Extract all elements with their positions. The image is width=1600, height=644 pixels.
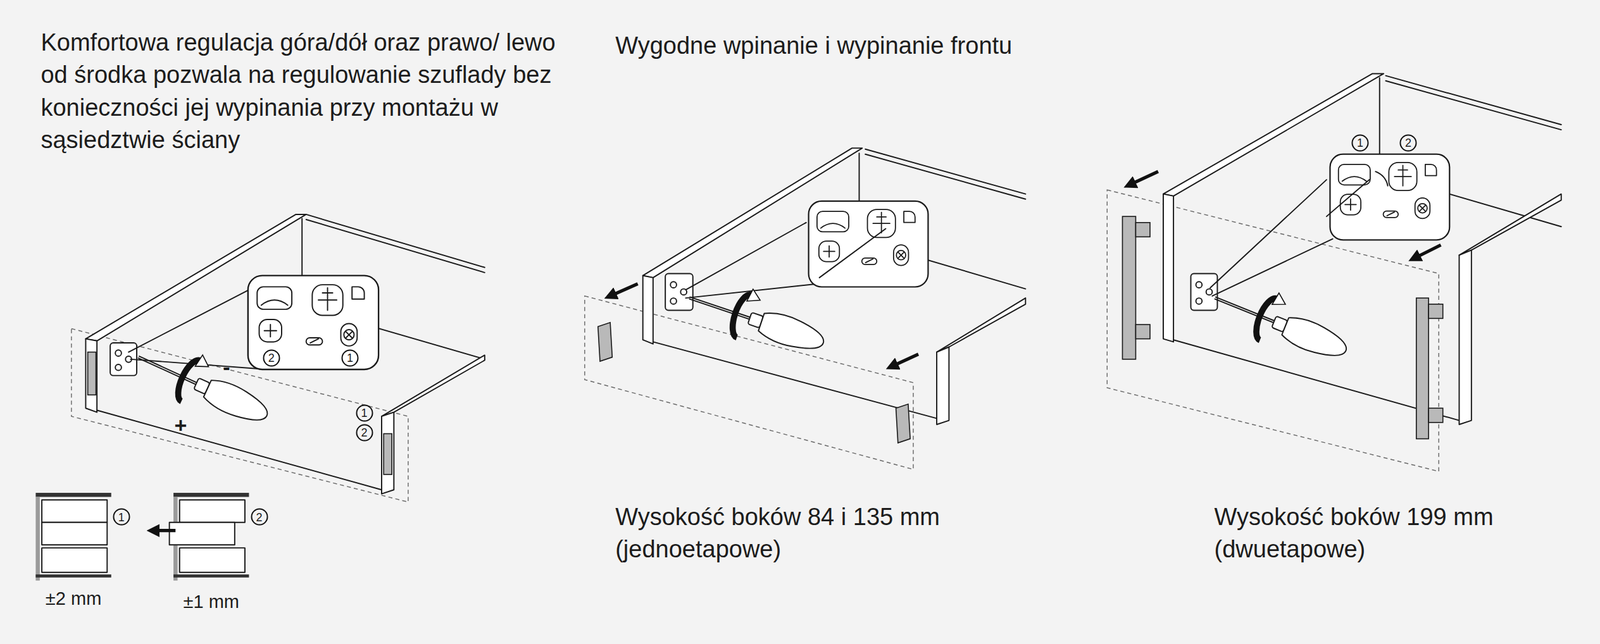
adjust-sign: - bbox=[222, 356, 230, 378]
callout-number: 1 bbox=[1351, 134, 1369, 152]
drawer-panel-2 bbox=[584, 148, 1026, 470]
callout-number: 1 bbox=[355, 404, 373, 422]
callout-number: 2 bbox=[1399, 134, 1417, 152]
heading-text: Wygodne wpinanie i wypinanie frontu bbox=[615, 29, 1013, 63]
drawer-panel-3 bbox=[1106, 73, 1561, 472]
callout-number: 2 bbox=[250, 508, 268, 526]
caption-text: Wysokość boków 199 mm (dwuetapowe) bbox=[1214, 501, 1544, 567]
dimension: ±2 mm bbox=[45, 589, 102, 609]
callout-number: 1 bbox=[341, 349, 359, 367]
caption-text: Wysokość boków 84 i 135 mm (jednoetapowe… bbox=[615, 501, 995, 567]
adjust-sign: + bbox=[174, 414, 187, 437]
callout-number: 1 bbox=[112, 508, 130, 526]
callout-number: 2 bbox=[262, 349, 280, 367]
callout-number: 2 bbox=[355, 424, 373, 442]
drawer-panel-1 bbox=[35, 214, 485, 582]
dimension: ±1 mm bbox=[183, 593, 240, 612]
heading-text: Komfortowa regulacja góra/dół oraz prawo… bbox=[40, 26, 574, 157]
